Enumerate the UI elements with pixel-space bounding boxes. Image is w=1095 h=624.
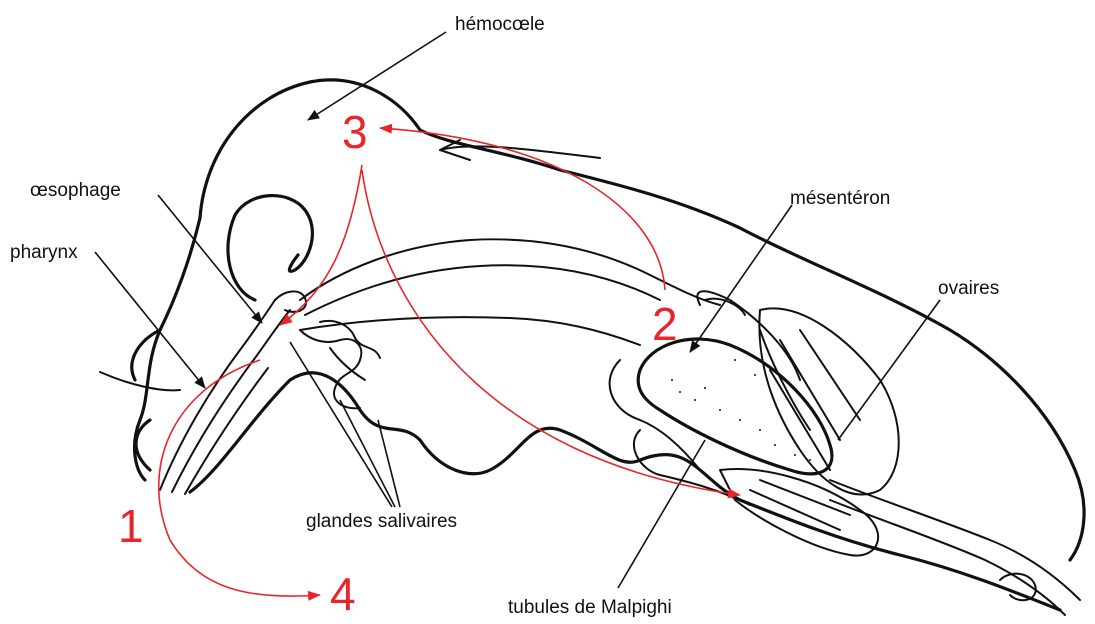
cerebral-ganglion: [228, 196, 312, 300]
ovaires-leader: [838, 300, 940, 440]
flow-3-to-salivary: [280, 165, 362, 325]
label-pharynx: pharynx: [10, 242, 78, 263]
insect-body: [100, 80, 1084, 615]
stipple-texture: [671, 359, 811, 461]
body-dorsal-outline: [200, 80, 1084, 560]
label-glandes-salivaires: glandes salivaires: [306, 511, 457, 532]
labels: hémocœle œsophage pharynx mésentéron ova…: [10, 14, 999, 618]
flow-3-to-ovaries: [362, 170, 740, 495]
body-ventral-outline: [190, 373, 1060, 610]
salivary-glands: [275, 291, 380, 408]
step-numbers: 1 2 3 4: [118, 106, 678, 620]
flow-1-to-4: [159, 360, 320, 596]
label-oesophage: œsophage: [30, 180, 121, 201]
step-1: 1: [118, 500, 144, 552]
oesophagus-tube: [300, 239, 720, 305]
hemocoele-leader: [308, 32, 446, 120]
hindgut: [830, 480, 1080, 600]
label-tubules-malpighi: tubules de Malpighi: [508, 597, 672, 618]
label-hemocoele: hémocœle: [455, 14, 545, 35]
label-mesenteron: mésentéron: [790, 188, 890, 209]
proboscis-line: [100, 372, 180, 390]
step-4: 4: [330, 568, 356, 620]
step-3: 3: [342, 106, 368, 158]
pharynx-tube-3: [185, 368, 268, 494]
oesophagus-tube-2: [305, 265, 660, 315]
ovaries: [720, 308, 899, 555]
leader-lines: [95, 32, 940, 588]
pharynx-tube: [160, 300, 275, 490]
label-ovaires: ovaires: [938, 278, 999, 299]
step-2: 2: [652, 298, 678, 350]
